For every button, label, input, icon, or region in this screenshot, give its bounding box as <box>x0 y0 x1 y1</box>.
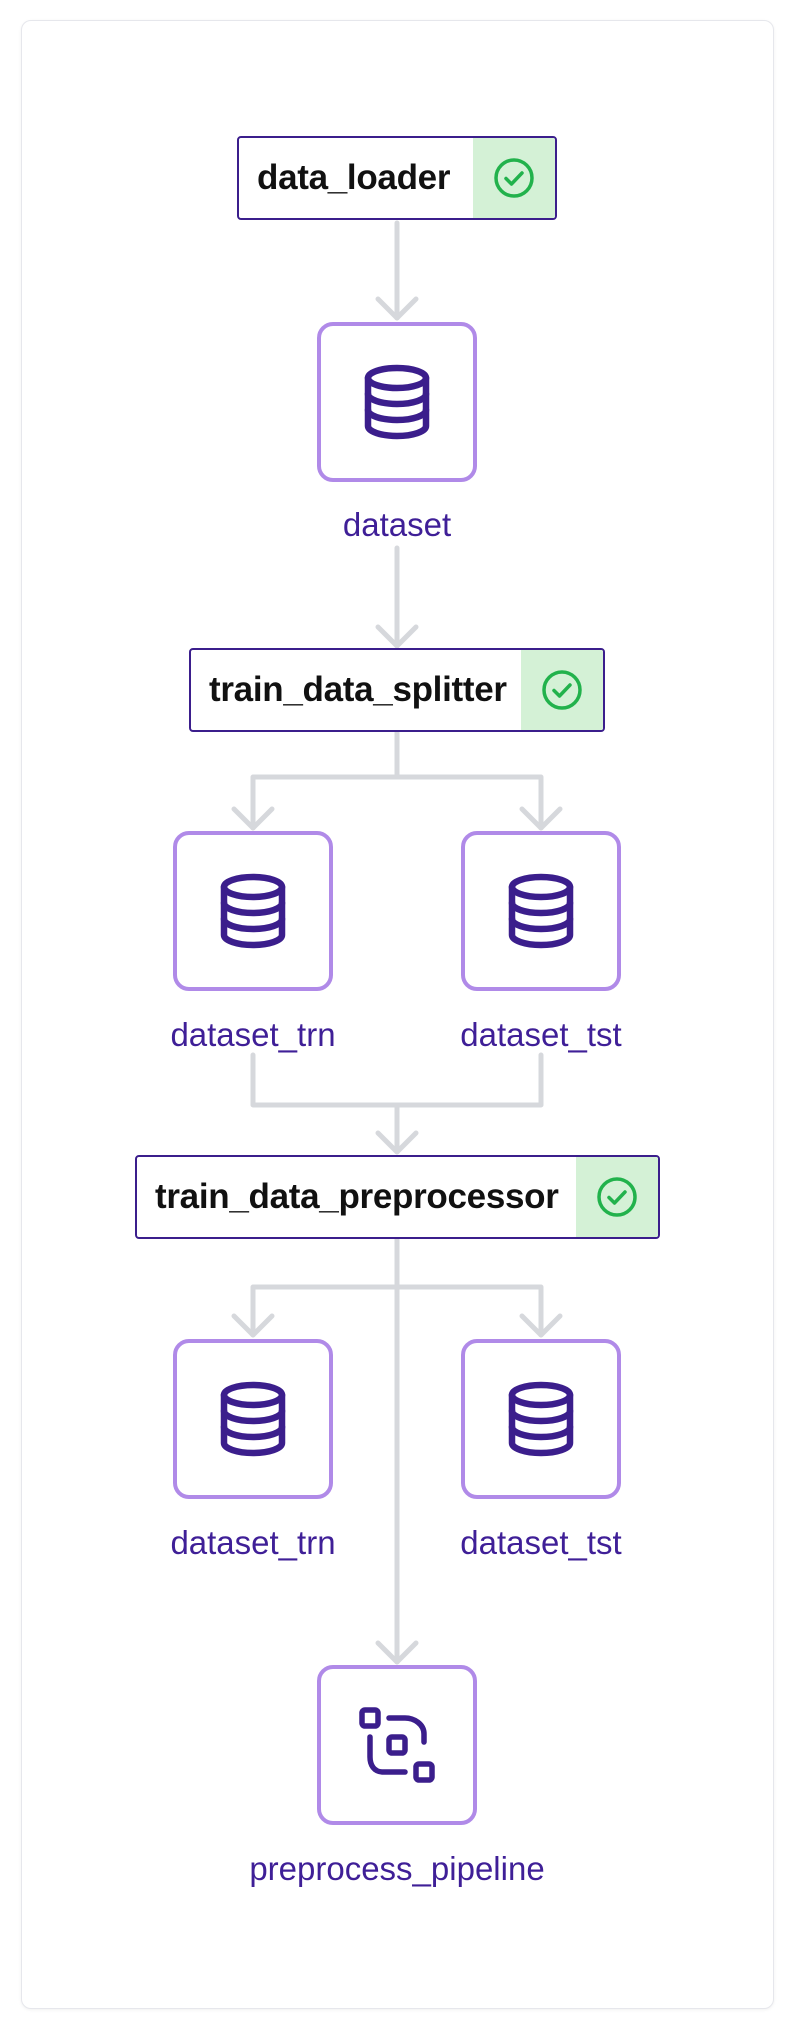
arrow-head-dataset-trn-1 <box>231 806 275 831</box>
status-success <box>576 1157 658 1237</box>
arrow-head-dataset-trn-2 <box>231 1313 275 1338</box>
step-train-data-splitter[interactable]: train_data_splitter <box>189 648 605 732</box>
artifact-label-dataset-trn: dataset_trn <box>170 1016 336 1053</box>
artifact-dataset-trn[interactable] <box>173 831 333 991</box>
artifact-label-dataset: dataset <box>342 506 452 543</box>
artifact-label-dataset-tst: dataset_tst <box>460 1524 622 1561</box>
artifact-preprocess-pipeline[interactable] <box>317 1665 477 1825</box>
check-circle-icon <box>542 670 582 710</box>
status-success <box>473 138 555 218</box>
database-icon <box>508 873 574 949</box>
artifact-dataset[interactable] <box>317 322 477 482</box>
step-label: train_data_preprocessor <box>155 1177 559 1216</box>
check-circle-icon <box>494 158 534 198</box>
artifact-label-dataset-tst: dataset_tst <box>460 1016 622 1053</box>
database-icon <box>364 364 430 440</box>
artifact-dataset-tst[interactable] <box>461 831 621 991</box>
step-train-data-preprocessor[interactable]: train_data_preprocessor <box>135 1155 660 1239</box>
step-label: data_loader <box>257 158 451 197</box>
arrow-head-splitter <box>375 624 419 649</box>
artifact-label-preprocess-pipeline: preprocess_pipeline <box>249 1850 545 1887</box>
edge-datasets-preprocessor <box>250 1052 544 1155</box>
edge-splitter-outputs <box>250 727 544 831</box>
step-label: train_data_splitter <box>209 670 507 709</box>
arrow-head-dataset <box>375 296 419 321</box>
database-icon <box>220 1381 286 1457</box>
artifact-label-dataset-trn: dataset_trn <box>170 1524 336 1561</box>
status-success <box>521 650 603 730</box>
arrow-head-dataset-tst-1 <box>519 806 563 831</box>
step-data-loader[interactable]: data_loader <box>237 136 557 220</box>
artifact-dataset-tst[interactable] <box>461 1339 621 1499</box>
pipeline-icon <box>359 1707 435 1783</box>
arrow-head-dataset-tst-2 <box>519 1313 563 1338</box>
arrow-head-preprocessor <box>375 1130 419 1155</box>
database-icon <box>508 1381 574 1457</box>
database-icon <box>220 873 286 949</box>
check-circle-icon <box>597 1177 637 1217</box>
arrow-head-pipeline <box>375 1640 419 1665</box>
artifact-dataset-trn[interactable] <box>173 1339 333 1499</box>
